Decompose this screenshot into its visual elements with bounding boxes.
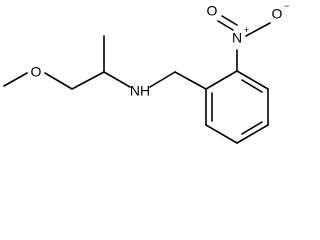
bond-ch2-ring <box>174 71 207 90</box>
nitro-oxygen-right-label: O <box>272 6 283 22</box>
ring-bond-5 <box>205 124 238 144</box>
structure-diagram: O NH N + O O − <box>3 1 289 144</box>
nitro-plus-charge: + <box>244 25 249 35</box>
ether-oxygen-label: O <box>31 64 42 80</box>
bond-ch2-ch <box>71 71 105 90</box>
nitro-minus-charge: − <box>284 1 289 11</box>
bond-n-o-right <box>245 22 271 37</box>
bond-o-ch2 <box>44 72 73 90</box>
amine-label: NH <box>130 83 150 99</box>
ring-bond-2 <box>236 70 269 90</box>
nitro-oxygen-top-label: O <box>207 3 218 19</box>
bond-ch-nh <box>103 71 131 88</box>
nitro-nitrogen-label: N <box>232 30 242 46</box>
ring-bond-4 <box>236 124 269 144</box>
ring-double-bond-b <box>241 121 263 135</box>
bond-ch3-o <box>3 72 28 87</box>
bond-n-o-top-2 <box>221 15 238 26</box>
molecule-drawing: O NH N + O O − <box>3 1 289 144</box>
ring-bond-1 <box>205 70 238 90</box>
bond-nh-ch2 <box>149 71 176 88</box>
ring-double-bond-a <box>241 79 263 93</box>
bond-n-o-top-1 <box>217 20 234 31</box>
